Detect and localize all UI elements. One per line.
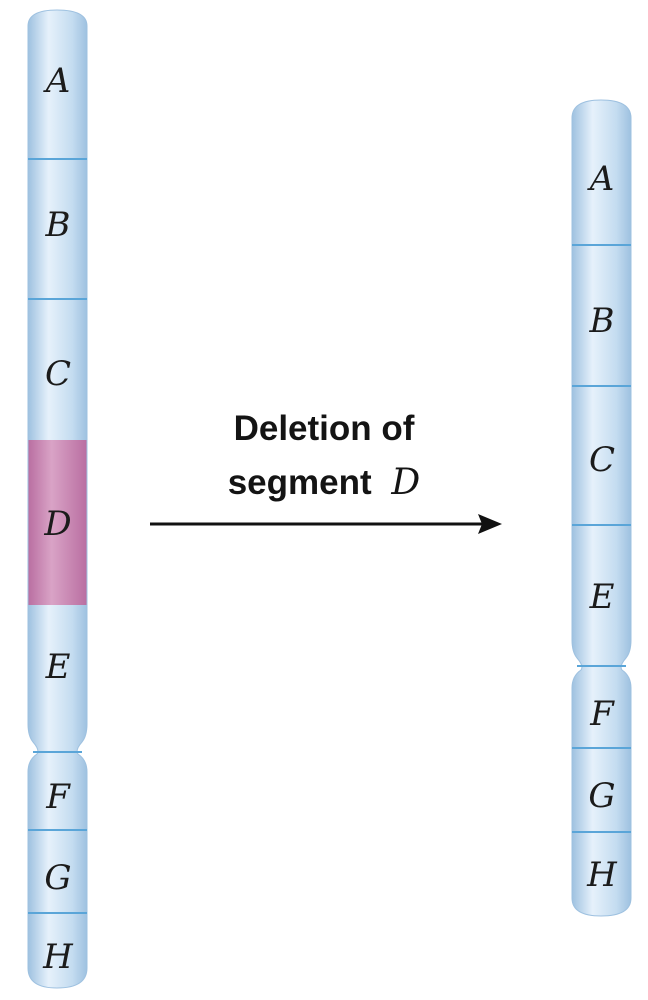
deletion-caption: Deletion of segment D bbox=[228, 409, 421, 503]
original-segment-label: F bbox=[45, 777, 71, 817]
original-segment-label: G bbox=[44, 858, 71, 898]
original-segment-label: E bbox=[45, 647, 71, 687]
result-segment-label: E bbox=[589, 577, 615, 617]
original-chromosome-outline bbox=[27, 9, 88, 989]
caption-line-1: Deletion of bbox=[234, 409, 415, 448]
caption-line-2: segment D bbox=[228, 462, 421, 503]
result-segment-label: G bbox=[588, 776, 615, 816]
arrow-head bbox=[478, 514, 502, 534]
deleted-segment-d-highlight bbox=[28, 440, 87, 605]
original-segment-label-deleted: D bbox=[43, 504, 71, 544]
original-segment-label: H bbox=[42, 937, 74, 977]
caption-line-2-italic: D bbox=[390, 462, 420, 503]
caption-line-2-prefix: segment bbox=[228, 463, 372, 502]
original-segment-label: A bbox=[43, 61, 71, 101]
deletion-arrow bbox=[150, 514, 502, 534]
result-segment-label: F bbox=[589, 694, 615, 734]
original-segment-label: B bbox=[45, 205, 71, 245]
result-segment-label: H bbox=[586, 855, 618, 895]
result-segment-label: B bbox=[589, 301, 615, 341]
result-segment-label: C bbox=[589, 440, 615, 480]
result-chromosome: A B C E F G H bbox=[571, 99, 632, 917]
original-segment-label: C bbox=[45, 354, 71, 394]
result-segment-label: A bbox=[587, 159, 615, 199]
original-chromosome: A B C D E F G H bbox=[27, 9, 88, 989]
